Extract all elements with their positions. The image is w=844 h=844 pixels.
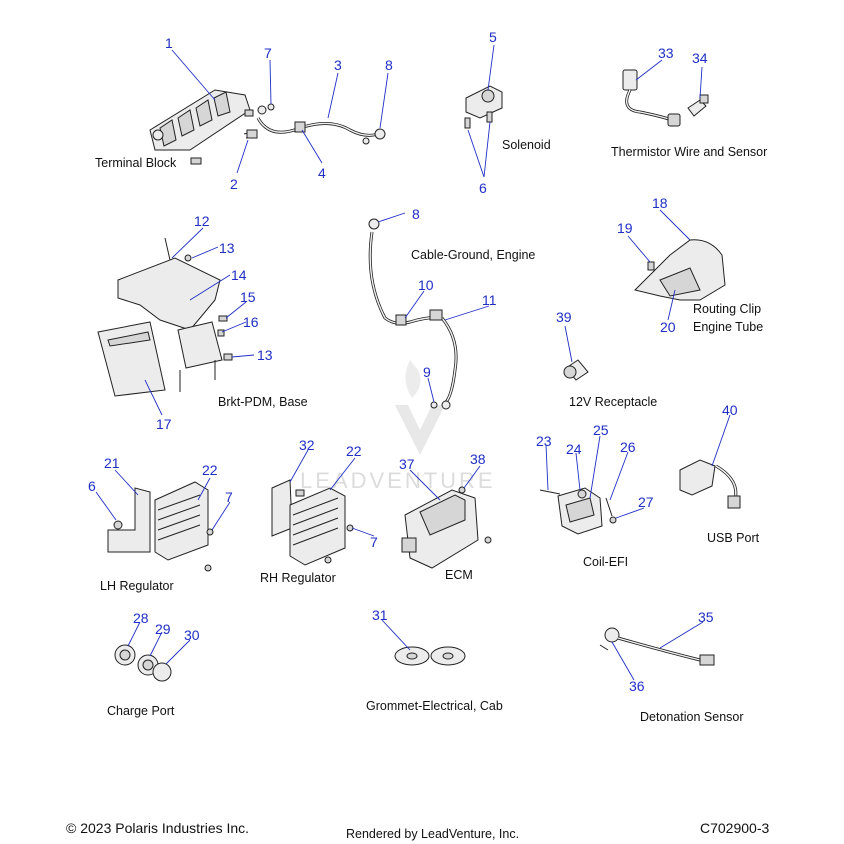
callout-21: 21 [104, 455, 120, 471]
callout-34: 34 [692, 50, 708, 66]
callout-19: 19 [617, 220, 633, 236]
label-routing-clip: Routing Clip [693, 302, 761, 316]
label-charge-port: Charge Port [107, 704, 175, 718]
callout-12: 12 [194, 213, 210, 229]
label-brkt-pdm: Brkt-PDM, Base [218, 395, 308, 409]
callout-14: 14 [231, 267, 247, 283]
callout-6: 6 [479, 180, 487, 196]
callout-31: 31 [372, 607, 388, 623]
callout-24: 24 [566, 441, 582, 457]
coil-efi-illustration [539, 487, 617, 535]
detonation-sensor-illustration [599, 627, 715, 666]
callout-18: 18 [652, 195, 668, 211]
callout-25: 25 [593, 422, 609, 438]
callout-37: 37 [399, 456, 415, 472]
thermistor-illustration [622, 69, 709, 127]
rendered-by-text: Rendered by LeadVenture, Inc. [346, 827, 519, 841]
label-12v-receptacle: 12V Receptacle [569, 395, 657, 409]
copyright-text: © 2023 Polaris Industries Inc. [66, 820, 249, 836]
pdm-bracket-illustration [97, 237, 233, 397]
diagram-code: C702900-3 [700, 820, 769, 836]
callout-33: 33 [658, 45, 674, 61]
label-ecm: ECM [445, 568, 473, 582]
label-usb-port: USB Port [707, 531, 760, 545]
label-terminal-block: Terminal Block [95, 156, 177, 170]
callout-6b: 6 [88, 478, 96, 494]
label-rh-regulator: RH Regulator [260, 571, 336, 585]
callout-11: 11 [482, 292, 497, 308]
callout-15: 15 [240, 289, 256, 305]
ecm-illustration [401, 486, 492, 569]
charge-port-illustration [114, 644, 172, 682]
label-cable-ground: Cable-Ground, Engine [411, 248, 535, 262]
callout-13: 13 [219, 240, 235, 256]
callout-23: 23 [536, 433, 552, 449]
watermark: LEADVENTURE [300, 360, 493, 493]
grommet-illustration [394, 646, 466, 666]
label-solenoid: Solenoid [502, 138, 551, 152]
callout-1: 1 [165, 35, 173, 51]
footer: © 2023 Polaris Industries Inc. Rendered … [66, 820, 769, 841]
callout-3: 3 [334, 57, 342, 73]
label-thermistor: Thermistor Wire and Sensor [611, 145, 767, 159]
callout-4: 4 [318, 165, 326, 181]
routing-clip-illustration [634, 239, 726, 301]
callout-40: 40 [722, 402, 738, 418]
label-detonation-sensor: Detonation Sensor [640, 710, 744, 724]
label-engine-tube: Engine Tube [693, 320, 763, 334]
callout-27: 27 [638, 494, 654, 510]
callout-9: 9 [423, 364, 431, 380]
callout-22b: 22 [346, 443, 362, 459]
callout-16: 16 [243, 314, 259, 330]
usb-port-illustration [679, 459, 741, 509]
callout-32: 32 [299, 437, 315, 453]
callout-20: 20 [660, 319, 676, 335]
terminal-block-illustration [149, 89, 386, 165]
label-grommet: Grommet-Electrical, Cab [366, 699, 503, 713]
callout-22: 22 [202, 462, 218, 478]
receptacle-illustration [563, 359, 589, 381]
callout-36: 36 [629, 678, 645, 694]
solenoid-illustration [464, 85, 503, 129]
callout-26: 26 [620, 439, 636, 455]
label-coil-efi: Coil-EFI [583, 555, 628, 569]
lh-regulator-illustration [107, 481, 214, 572]
callout-5: 5 [489, 29, 497, 45]
callout-17: 17 [156, 416, 172, 432]
callout-8: 8 [385, 57, 393, 73]
callout-numbers: 1 7 3 8 2 4 5 6 33 34 8 10 11 9 18 19 20… [88, 29, 738, 694]
rh-regulator-illustration [271, 479, 354, 566]
callout-39: 39 [556, 309, 572, 325]
callout-30: 30 [184, 627, 200, 643]
callout-28: 28 [133, 610, 149, 626]
callout-8b: 8 [412, 206, 420, 222]
cable-ground-illustration [368, 218, 458, 410]
label-lh-regulator: LH Regulator [100, 579, 174, 593]
callout-2: 2 [230, 176, 238, 192]
callout-35: 35 [698, 609, 714, 625]
callout-7c: 7 [370, 534, 378, 550]
callout-29: 29 [155, 621, 171, 637]
callout-13b: 13 [257, 347, 273, 363]
callout-7: 7 [264, 45, 272, 61]
group-labels: Terminal Block Solenoid Thermistor Wire … [95, 138, 767, 724]
callout-7b: 7 [225, 489, 233, 505]
callout-38: 38 [470, 451, 486, 467]
callout-10: 10 [418, 277, 434, 293]
leader-lines [95, 44, 731, 681]
